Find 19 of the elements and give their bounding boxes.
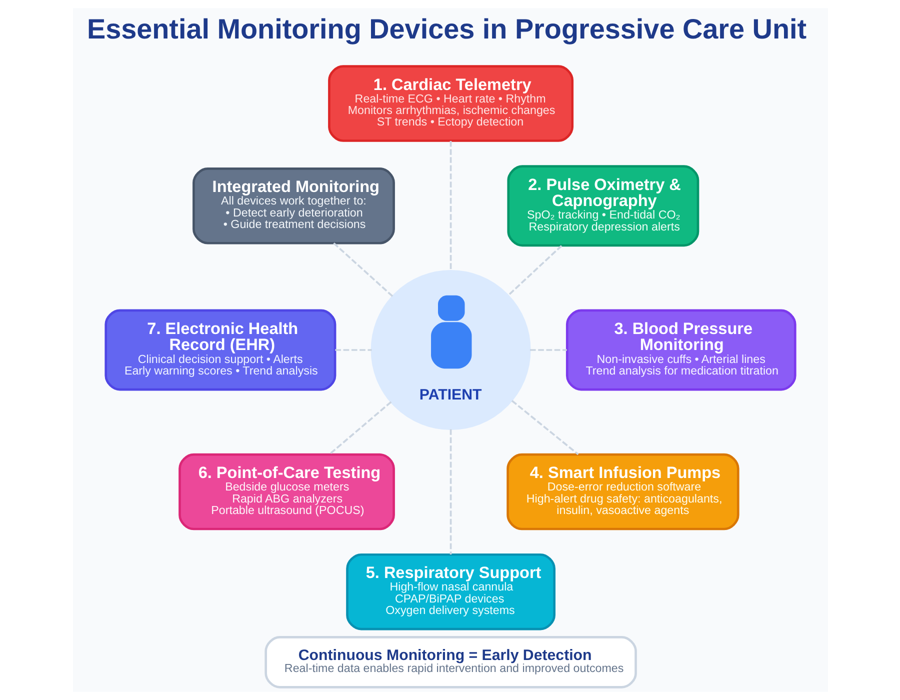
node-box: 4. Smart Infusion Pumps Dose-error reduction software High-alert drug safety: anticoagulants, insulin, vasoactive agents: [506, 453, 739, 530]
connector: [510, 400, 578, 456]
node-box: 5. Respiratory Support High-flow nasal cannula CPAP/BiPAP devices Oxygen delivery systems: [346, 553, 555, 630]
node-box: Integrated Monitoring All devices work together to: • Detect early deterioration • Guide treatment decisions: [192, 168, 394, 244]
node-box: Continuous Monitoring = Early Detection Real-time data enables rapid intervention and improved outcomes: [264, 636, 636, 688]
node-box: 7. Electronic Health Record (EHR) Clinical decision support • Alerts Early warning scores • Trend analysis: [104, 309, 336, 391]
connector: [328, 401, 392, 456]
node-circle: PATIENT: [370, 270, 530, 430]
node-box: 6. Point-of-Care Testing Bedside glucose meters Rapid ABG analyzers Portable ultrasound (POCUS): [178, 453, 394, 530]
node-box: 3. Blood Pressure Monitoring Non-invasive cuffs • Arterial lines Trend analysis for medication titration: [565, 309, 796, 391]
connector: [449, 429, 452, 554]
connector: [334, 349, 372, 351]
node-box: 2. Pulse Oximetry & Capnography SpO₂ tracking • End-tidal CO₂ Respiratory depression alerts: [506, 165, 699, 247]
connector: [449, 140, 452, 271]
connector: [332, 242, 393, 298]
node-box: 1. Cardiac Telemetry Real-time ECG • Heart rate • Rhythm Monitors arrhythmias, ischemic changes ST trends • Ectopy detection: [328, 65, 574, 142]
diagram-title: Essential Monitoring Devices in Progressive Care Unit: [86, 14, 806, 45]
connector: [529, 349, 566, 351]
connector: [507, 245, 562, 296]
